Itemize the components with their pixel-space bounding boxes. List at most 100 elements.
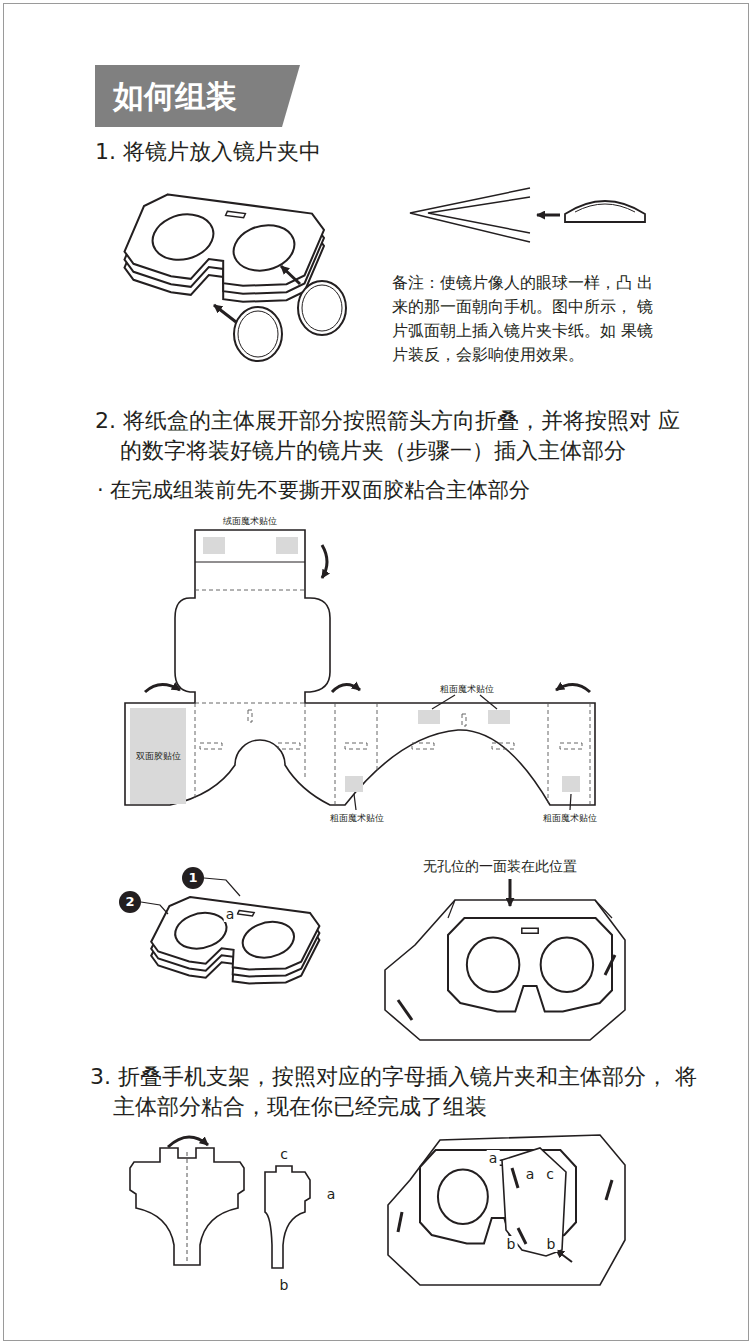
position-arrow (509, 879, 512, 906)
drawing-part (518, 1228, 526, 1244)
step-heading: 1. 将镜片放入镜片夹中 (95, 139, 321, 165)
note-text: 备注：使镜片像人的眼球一样，凸 出来的那一面朝向手机。图中所示， 镜片弧面朝上插… (392, 271, 662, 367)
slot-letter: a (224, 906, 237, 922)
drawing-part (556, 684, 590, 692)
drawing-part (145, 684, 180, 692)
drawing-part (388, 1135, 625, 1285)
drawing-part (560, 743, 582, 749)
drawing-part (412, 743, 434, 749)
drawing-part (354, 794, 356, 810)
drawing-part (345, 776, 363, 792)
phone-stand-folded (265, 1166, 310, 1268)
drawing-part (204, 878, 240, 896)
step-heading: 3. 折叠手机支架，按照对应的字母插入镜片夹和主体部分， 将主体部分粘合，现在你… (90, 1062, 698, 1122)
drawing-part (492, 743, 514, 749)
drawing-part (234, 307, 282, 361)
drawing-part (144, 895, 325, 976)
step-heading: 2. 将纸盒的主体展开部分按照箭头方向折叠，并将按照对 应的数字将装好镜片的镜片… (95, 406, 685, 466)
title-banner (95, 65, 300, 127)
adhesive-area: 双面胶贴位 (130, 708, 186, 804)
drawing-part (398, 1212, 402, 1232)
drawing-part (195, 590, 305, 591)
drawing-part (432, 695, 455, 709)
drawing-part (187, 1152, 188, 1263)
drawing-part (117, 192, 330, 293)
drawing-part (195, 703, 196, 800)
slot-letter: a (524, 1166, 537, 1182)
drawing-part (410, 188, 530, 242)
lens-clip-stack (117, 192, 330, 309)
drawing-part (248, 710, 252, 722)
drawing-part (125, 530, 595, 805)
drawing-part (168, 1137, 208, 1147)
slot-letter: b (545, 1236, 558, 1252)
bullet-note: · 在完成组装前先不要撕开双面胶粘合主体部分 (97, 477, 530, 503)
phone-stand-flat (130, 1137, 244, 1265)
page-frame (4, 4, 749, 1341)
drawing-part (605, 955, 615, 975)
drawing-part (570, 794, 571, 810)
drawing-part (335, 703, 336, 805)
drawing-part (332, 684, 360, 692)
callout-text: 无孔位的一面装在此位置 (423, 857, 577, 875)
drawing-part (195, 590, 590, 805)
part-label: 绒面魔术贴位 (223, 515, 277, 527)
drawing-part (195, 703, 305, 704)
final-assembly (388, 1135, 625, 1285)
callout-digit: 2 (125, 895, 134, 909)
callout-digit: 1 (188, 871, 197, 885)
part-label: 粗面魔术贴位 (543, 812, 597, 824)
insert-arrow (537, 214, 560, 217)
drawing-part (281, 266, 300, 284)
part-label: 粗面魔术贴位 (440, 683, 494, 695)
drawing-part (200, 743, 222, 749)
drawing-part (565, 201, 645, 222)
area-label: 双面胶贴位 (136, 750, 181, 762)
drawing-part (195, 562, 305, 563)
numbered-lens-clip (144, 895, 325, 990)
drawing-part (276, 537, 298, 554)
drawing-part (606, 1180, 612, 1200)
clip-side-view (410, 188, 530, 242)
drawing-part (214, 305, 236, 322)
slot-letter: a (327, 1186, 336, 1202)
insert-arrow (214, 266, 300, 322)
slot-letter: a (487, 1150, 500, 1166)
drawing-part (203, 537, 225, 554)
title-text: 如何组装 (113, 76, 237, 116)
leader-line (354, 695, 571, 810)
drawing-part (556, 1250, 572, 1262)
drawing-part (590, 703, 591, 805)
drawing-part (385, 900, 625, 1040)
drawing-part (462, 714, 466, 726)
drawing-part (595, 900, 612, 918)
drawing-part (130, 708, 186, 804)
slot-letter: c (544, 1166, 556, 1182)
drawing-part (418, 710, 440, 724)
drawing-part (345, 743, 367, 749)
drawing-part (502, 1148, 566, 1256)
unfolded-box (125, 530, 595, 810)
assembled-box (385, 900, 625, 1040)
drawing-part (562, 776, 580, 792)
callout-number: 2 (119, 891, 141, 913)
drawing-part (488, 710, 510, 724)
drawing-part (322, 545, 327, 578)
fold-arrow (145, 545, 590, 692)
drawing-part (298, 281, 346, 335)
lens-side-view (565, 201, 645, 222)
drawing-part (575, 204, 635, 212)
slot-letter: b (505, 1236, 518, 1252)
drawing-part (448, 900, 455, 918)
drawing-part (480, 695, 497, 709)
drawing-part (512, 1168, 518, 1188)
drawing-part (377, 703, 378, 770)
drawing-part (238, 311, 278, 357)
drawing-part (428, 197, 530, 233)
drawing-part (548, 703, 549, 803)
drawing-part (141, 902, 168, 914)
part-label: 粗面魔术贴位 (330, 812, 384, 824)
drawing-part (305, 703, 306, 780)
drawing-part (278, 743, 300, 749)
